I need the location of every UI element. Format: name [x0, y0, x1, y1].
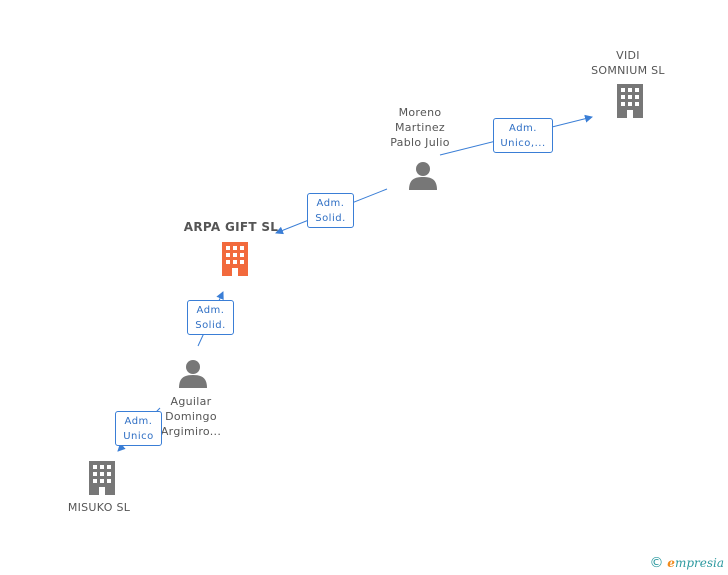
company-label-misuko[interactable]: MISUKO SL: [67, 501, 131, 514]
brand-logo: empresia: [667, 556, 724, 570]
relation-badge-moreno-arpa[interactable]: Adm. Solid.: [307, 193, 354, 228]
building-icon[interactable]: [219, 242, 251, 280]
building-icon[interactable]: [614, 84, 646, 122]
copyright-icon: ©: [649, 555, 664, 571]
company-label-vidi[interactable]: VIDI SOMNIUM SL: [591, 49, 665, 77]
relation-badge-aguilar-misuko[interactable]: Adm. Unico: [115, 411, 162, 446]
relation-badge-moreno-vidi[interactable]: Adm. Unico,...: [493, 118, 553, 153]
footer-brand: © empresia: [649, 555, 724, 571]
person-label-aguilar[interactable]: Aguilar Domingo Argimiro...: [160, 395, 222, 438]
relation-badge-aguilar-arpa[interactable]: Adm. Solid.: [187, 300, 234, 335]
company-label-arpa[interactable]: ARPA GIFT SL: [183, 220, 279, 234]
building-icon[interactable]: [86, 461, 118, 499]
person-label-moreno[interactable]: Moreno Martinez Pablo Julio: [390, 106, 450, 149]
person-icon[interactable]: [178, 358, 208, 392]
person-icon[interactable]: [408, 160, 438, 194]
